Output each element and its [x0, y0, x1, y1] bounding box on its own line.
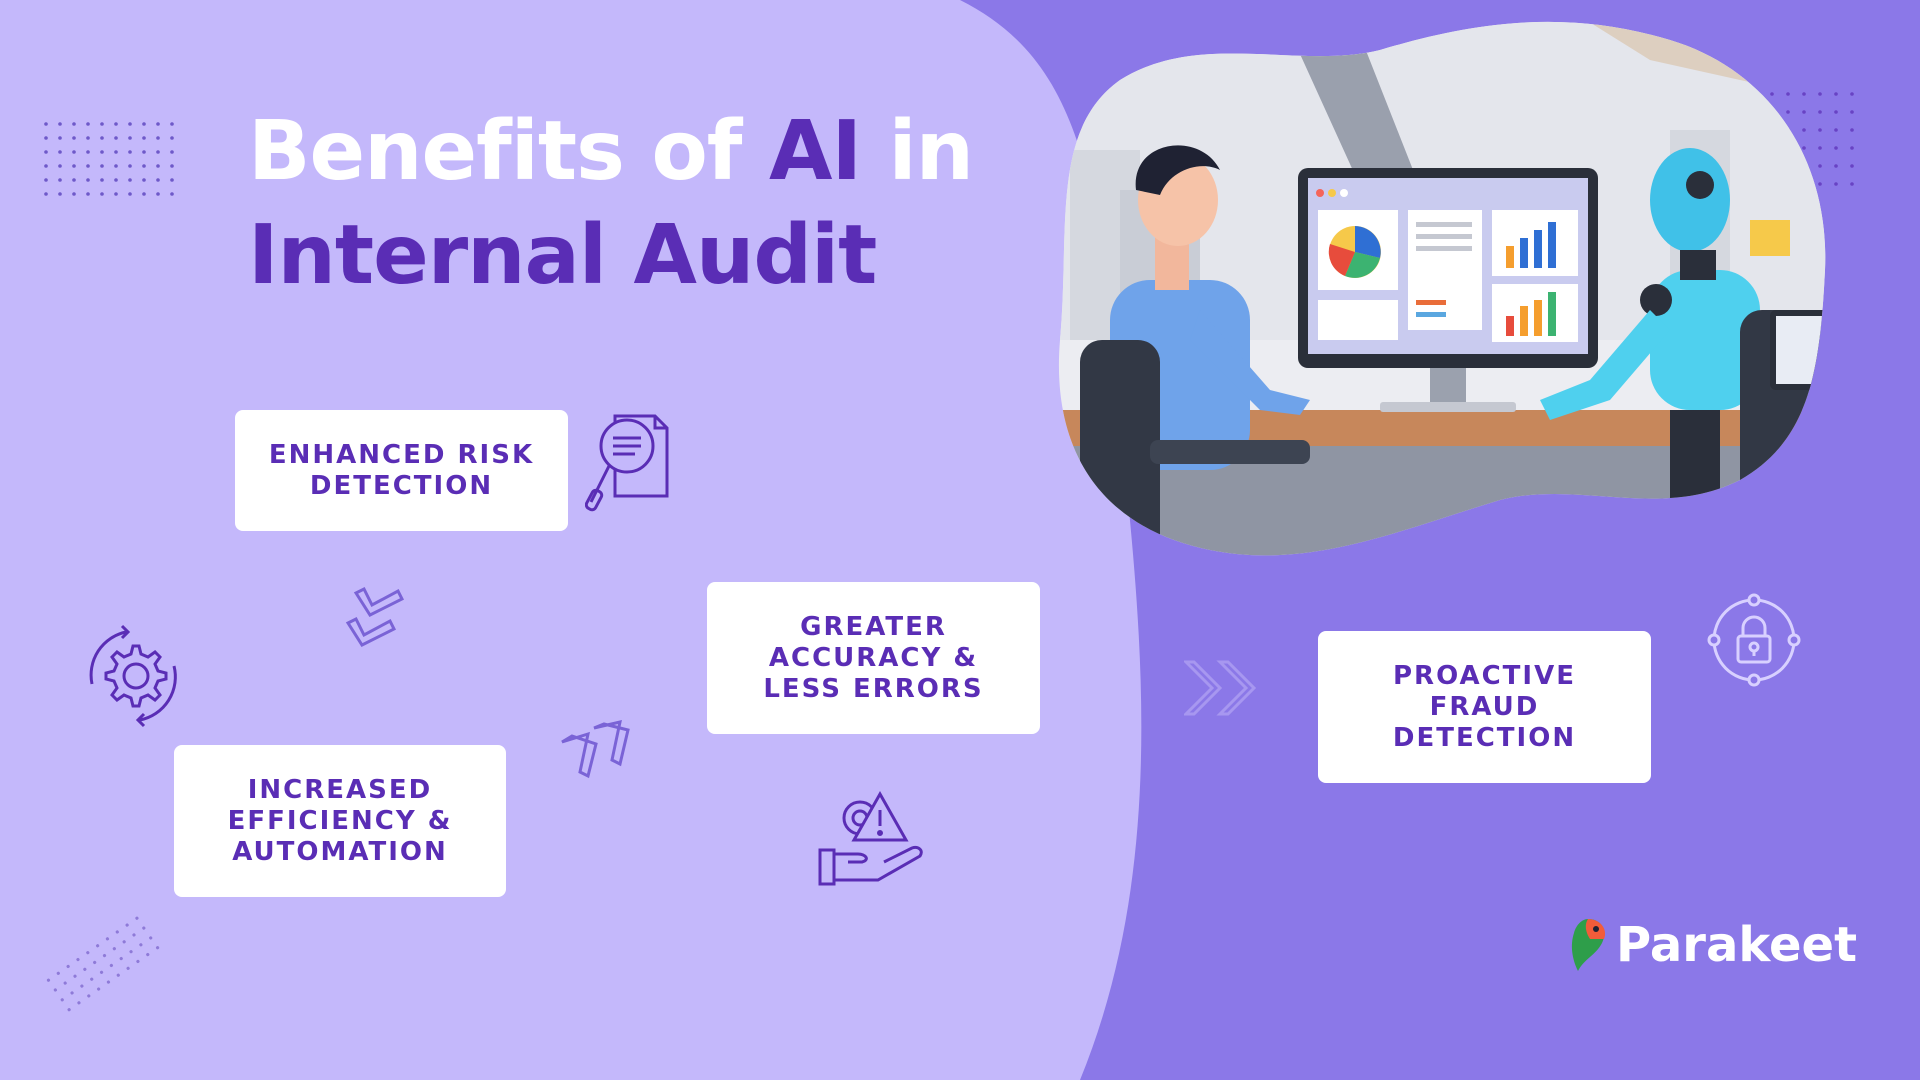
card-enhanced-risk-detection: ENHANCED RISK DETECTION	[235, 410, 568, 531]
gear-cycle-icon	[89, 624, 177, 728]
lock-target-icon	[1707, 593, 1801, 687]
chevron-arrows-icon	[345, 586, 405, 647]
brand-logo: Parakeet	[1566, 915, 1857, 975]
ai-audit-illustration	[1058, 21, 1826, 556]
card-greater-accuracy: GREATER ACCURACY & LESS ERRORS	[707, 582, 1040, 734]
brand-name: Parakeet	[1616, 917, 1858, 973]
dot-grid-bottom-left	[46, 916, 160, 1012]
title-part-ai: AI	[769, 104, 862, 199]
card-label: PROACTIVE FRAUD DETECTION	[1392, 660, 1577, 753]
card-proactive-fraud-detection: PROACTIVE FRAUD DETECTION	[1318, 631, 1651, 783]
card-label: ENHANCED RISK DETECTION	[268, 439, 535, 501]
title-part-in: in	[860, 104, 975, 199]
title-part-benefits: Benefits of	[248, 104, 769, 199]
parakeet-logo-icon	[1571, 919, 1606, 971]
gear-warning-hand-icon	[818, 790, 923, 886]
card-label: INCREASED EFFICIENCY & AUTOMATION	[227, 774, 453, 867]
card-increased-efficiency: INCREASED EFFICIENCY & AUTOMATION	[174, 745, 506, 897]
chevron-arrows-icon	[1184, 660, 1257, 716]
title-line-2: Internal Audit	[248, 208, 877, 303]
page-title: Benefits of AI in Internal Audit	[248, 100, 975, 308]
dot-grid-top-left	[44, 122, 174, 196]
chevron-arrows-icon	[561, 720, 630, 779]
card-label: GREATER ACCURACY & LESS ERRORS	[763, 611, 984, 704]
magnifier-document-icon	[585, 414, 669, 512]
